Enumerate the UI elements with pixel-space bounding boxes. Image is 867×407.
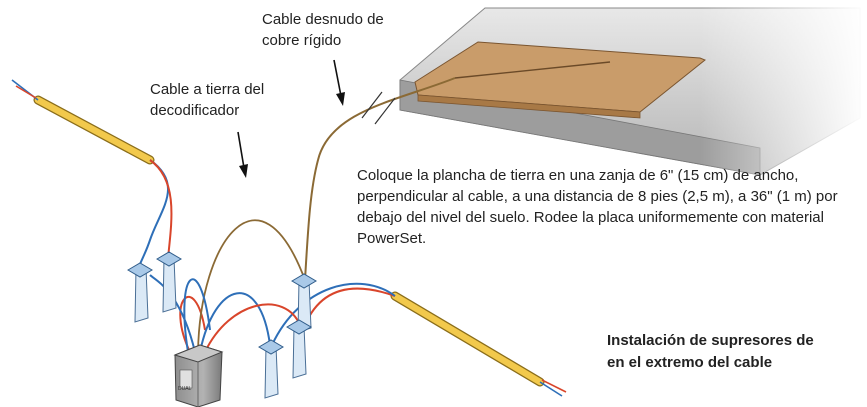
decoder-badge: DUAL bbox=[178, 386, 192, 392]
arrow-down-icon bbox=[333, 59, 345, 106]
bare-copper-ground-wire bbox=[304, 77, 456, 281]
diagram-title-line-1: Instalación de supresores de bbox=[607, 332, 814, 349]
right-cable bbox=[390, 291, 567, 397]
bare-copper-wire-label: Cable desnudo de cobre rígido bbox=[262, 11, 384, 49]
arrow-down-icon bbox=[237, 131, 248, 178]
break-mark-icon bbox=[361, 91, 396, 125]
wire-connector-icon bbox=[127, 262, 153, 323]
wire-connector-icon bbox=[291, 273, 317, 333]
wire-connector-icon bbox=[286, 319, 312, 379]
decoder-ground-wire-label: Cable a tierra del decodificador bbox=[150, 81, 265, 119]
ground-plate-icon bbox=[414, 41, 706, 119]
installation-instructions: Coloque la plancha de tierra en una zanj… bbox=[357, 167, 838, 247]
left-cable bbox=[11, 79, 155, 165]
diagram-title: Instalación de supresores de en el extre… bbox=[607, 330, 867, 374]
left-cable-wires bbox=[137, 159, 173, 271]
wire-connector-icon bbox=[156, 251, 182, 313]
decoder-icon: DUAL bbox=[173, 344, 224, 407]
diagram-title-line-2: en el extremo del cable bbox=[607, 354, 773, 371]
right-cable-wires bbox=[271, 282, 396, 346]
wire-connector-icon bbox=[258, 339, 284, 399]
ground-plate-trench bbox=[399, 0, 867, 180]
